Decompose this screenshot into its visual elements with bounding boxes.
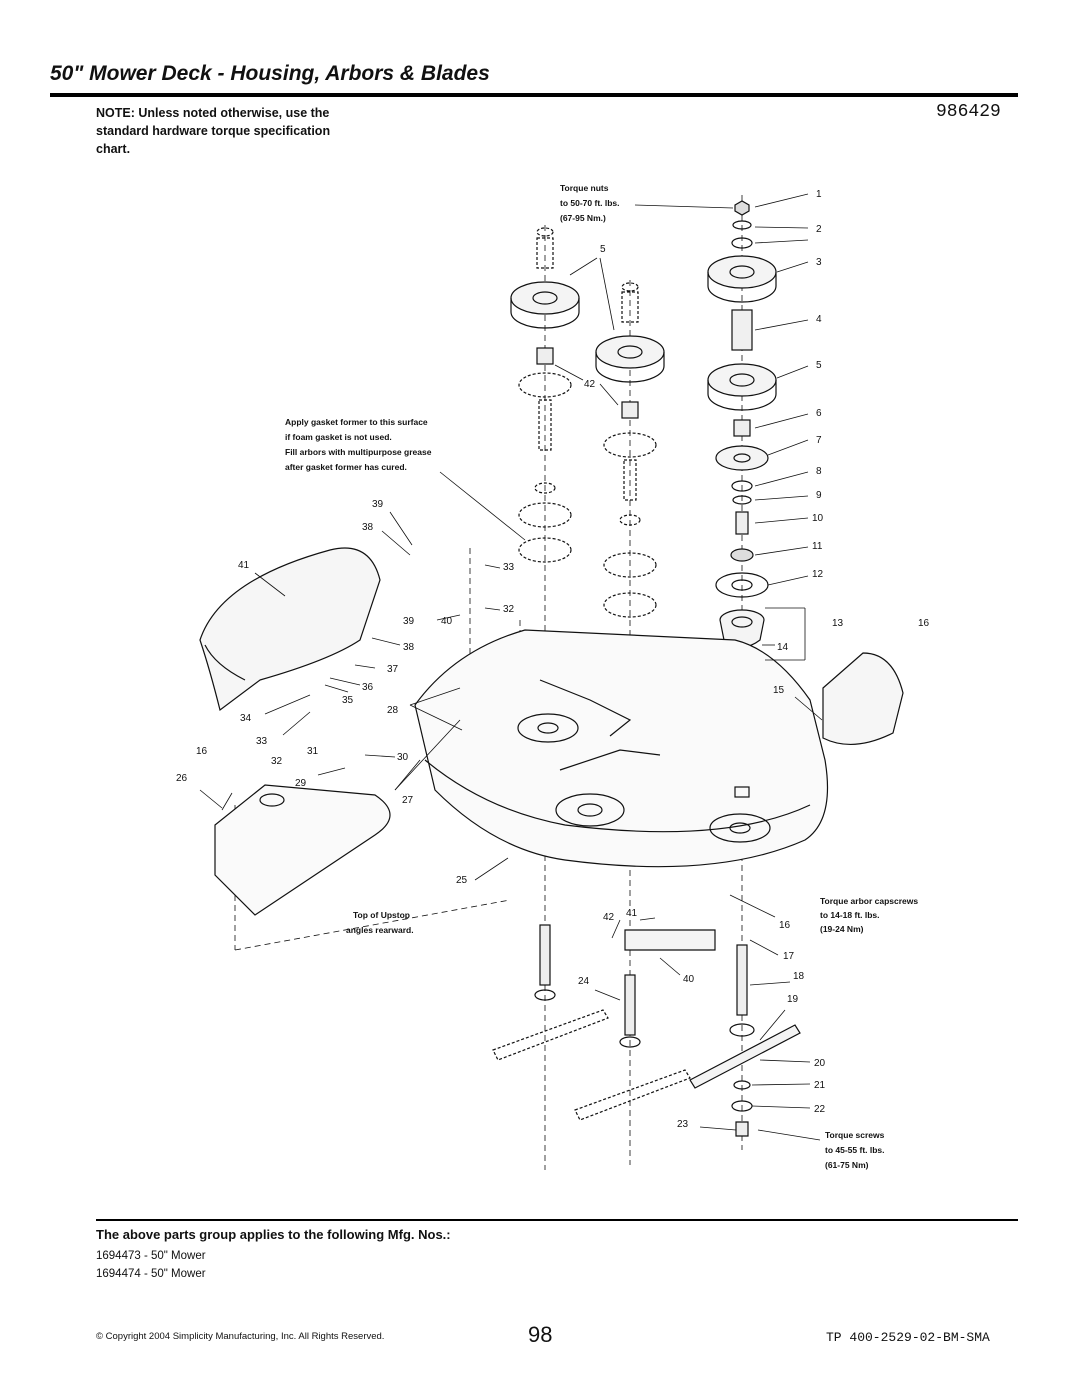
callout-42: 42: [584, 379, 596, 390]
callout-42: 42: [603, 912, 615, 923]
discharge-chute: [199, 547, 381, 712]
callout-11: 11: [812, 541, 823, 552]
callout-41: 41: [238, 560, 250, 571]
callout-26: 26: [176, 773, 188, 784]
callout-41: 41: [626, 908, 638, 919]
callout-2: 2: [816, 224, 822, 235]
callout-9: 9: [816, 490, 822, 501]
torque-screws-note-2: to 45-55 ft. lbs.: [825, 1145, 885, 1155]
page-title: 50" Mower Deck - Housing, Arbors & Blade…: [50, 62, 490, 85]
annotations: Torque nuts to 50-70 ft. lbs. (67-95 Nm.…: [285, 183, 918, 1170]
upstop-note-1: Top of Upstop: [353, 910, 410, 920]
applies-heading: The above parts group applies to the fol…: [96, 1227, 451, 1242]
callout-numbers: 1 2 3 4 5 5 6 7 8 9 10 11 12 13 16 14 15…: [176, 189, 930, 1130]
callout-37: 37: [387, 664, 399, 675]
callout-15: 15: [773, 685, 785, 696]
callout-27: 27: [402, 795, 414, 806]
callout-4: 4: [816, 314, 822, 325]
callout-7: 7: [816, 435, 822, 446]
title-rule: [50, 93, 1018, 97]
callout-6: 6: [816, 408, 822, 419]
arbor-capscrews-note-3: (19-24 Nm): [820, 924, 864, 934]
callout-40: 40: [441, 616, 453, 627]
callout-20: 20: [814, 1058, 826, 1069]
document-code: TP 400-2529-02-BM-SMA: [826, 1330, 990, 1345]
callout-13: 13: [832, 618, 844, 629]
callout-32: 32: [503, 604, 515, 615]
callout-16: 16: [196, 746, 208, 757]
callout-5: 5: [816, 360, 822, 371]
callout-28: 28: [387, 705, 399, 716]
callout-16: 16: [779, 920, 791, 931]
callout-23: 23: [677, 1119, 689, 1130]
callout-17: 17: [783, 951, 795, 962]
torque-note: NOTE: Unless noted otherwise, use the st…: [96, 106, 331, 156]
side-cover-plate: [214, 784, 391, 916]
torque-screws-note-1: Torque screws: [825, 1130, 885, 1140]
callout-29: 29: [295, 778, 307, 789]
callout-39: 39: [372, 499, 384, 510]
callout-10: 10: [812, 513, 824, 524]
belt-cover: [822, 652, 904, 746]
mfg-number-item: 1694473 - 50" Mower: [96, 1250, 206, 1262]
callout-16: 16: [918, 618, 930, 629]
torque-screws-note-3: (61-75 Nm): [825, 1160, 869, 1170]
exploded-parts-diagram: 1 2 3 4 5 5 6 7 8 9 10 11 12 13 16 14 15…: [176, 183, 930, 1170]
callout-22: 22: [814, 1104, 826, 1115]
callout-18: 18: [793, 971, 805, 982]
torque-nuts-note-3: (67-95 Nm.): [560, 213, 606, 223]
callout-30: 30: [397, 752, 409, 763]
callout-24: 24: [578, 976, 590, 987]
callout-3: 3: [816, 257, 822, 268]
center-arbor-stack: [595, 282, 665, 618]
gasket-note-1: Apply gasket former to this surface: [285, 417, 428, 427]
mfg-number-item: 1694474 - 50" Mower: [96, 1268, 206, 1280]
callout-25: 25: [456, 875, 468, 886]
blade-spindles: [492, 924, 801, 1137]
callout-36: 36: [362, 682, 374, 693]
callout-38: 38: [403, 642, 415, 653]
upstop-note-2: angles rearward.: [346, 925, 414, 935]
torque-nuts-note-1: Torque nuts: [560, 183, 609, 193]
callout-12: 12: [812, 569, 824, 580]
left-arbor-stack: [510, 227, 580, 563]
callout-34: 34: [240, 713, 252, 724]
callout-40: 40: [683, 974, 695, 985]
callout-33: 33: [503, 562, 515, 573]
gasket-note-2: if foam gasket is not used.: [285, 432, 392, 442]
callout-33: 33: [256, 736, 268, 747]
callout-31: 31: [307, 746, 319, 757]
arbor-capscrews-note-2: to 14-18 ft. lbs.: [820, 910, 880, 920]
deck-housing: [414, 629, 829, 868]
callout-39: 39: [403, 616, 415, 627]
copyright-notice: © Copyright 2004 Simplicity Manufacturin…: [96, 1331, 385, 1342]
diagram-part-number: 986429: [936, 102, 1001, 122]
callout-21: 21: [814, 1080, 826, 1091]
right-arbor-stack: [707, 200, 777, 658]
callout-38: 38: [362, 522, 374, 533]
leader-lines: [199, 193, 823, 1141]
gasket-note-3: Fill arbors with multipurpose grease: [285, 447, 432, 457]
callout-1: 1: [816, 189, 822, 200]
gasket-note-4: after gasket former has cured.: [285, 462, 407, 472]
torque-nuts-note-2: to 50-70 ft. lbs.: [560, 198, 620, 208]
mfg-number-list: 1694473 - 50" Mower 1694474 - 50" Mower: [96, 1247, 206, 1283]
callout-8: 8: [816, 466, 822, 477]
callout-32: 32: [271, 756, 283, 767]
callout-19: 19: [787, 994, 799, 1005]
arbor-capscrews-note-1: Torque arbor capscrews: [820, 896, 918, 906]
callout-35: 35: [342, 695, 354, 706]
page-number: 98: [528, 1322, 553, 1347]
callout-14: 14: [777, 642, 789, 653]
applies-rule: [96, 1219, 1018, 1221]
callout-5: 5: [600, 244, 606, 255]
